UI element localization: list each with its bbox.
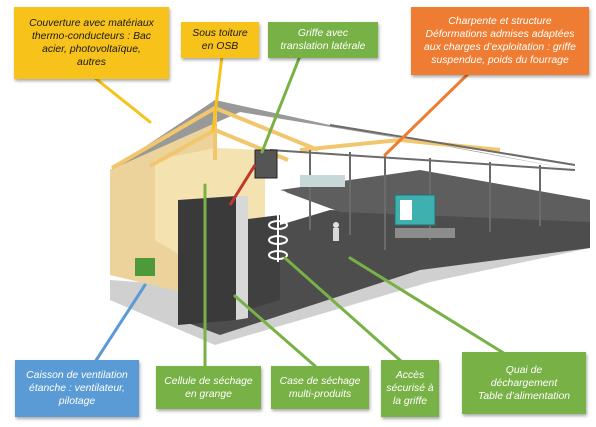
- label-quai: Quai de déchargement Table d’alimentatio…: [462, 352, 586, 414]
- leader-case: [233, 294, 317, 368]
- grab-arm: [228, 164, 257, 206]
- spiral-staircase: [268, 180, 288, 262]
- leader-lines: [93, 54, 512, 368]
- leader-sous-toiture: [211, 54, 224, 132]
- barn-floor: [180, 210, 590, 335]
- label-caisson: Caisson de ventilation étanche : ventila…: [15, 360, 139, 417]
- label-griffe: Griffe avec translation latérale: [268, 22, 378, 58]
- hay-grab: [254, 149, 278, 179]
- label-case: Case de séchage multi-produits: [271, 366, 369, 409]
- leader-acces: [283, 256, 404, 364]
- label-sous-toiture: Sous toiture en OSB: [181, 22, 259, 58]
- roof-top: [110, 100, 575, 170]
- label-couverture: Couverture avec matériaux thermo-conduct…: [14, 7, 169, 79]
- leader-griffe: [260, 54, 302, 154]
- leader-quai: [348, 256, 512, 359]
- label-charpente: Charpente et structure Déformations admi…: [411, 7, 589, 75]
- drying-cell: [178, 196, 236, 325]
- leader-charpente: [383, 72, 470, 157]
- ventilation-box: [135, 258, 155, 276]
- label-cellule: Cellule de séchage en grange: [156, 366, 261, 409]
- person-figure: [333, 222, 339, 241]
- feed-machine-panel: [400, 200, 412, 220]
- leader-couverture: [93, 76, 152, 124]
- far-equipment: [300, 175, 345, 187]
- label-acces: Accès sécurisé à la griffe: [381, 360, 439, 417]
- leader-caisson: [93, 283, 147, 364]
- loading-dock: [395, 228, 455, 238]
- cell-divider: [236, 196, 248, 320]
